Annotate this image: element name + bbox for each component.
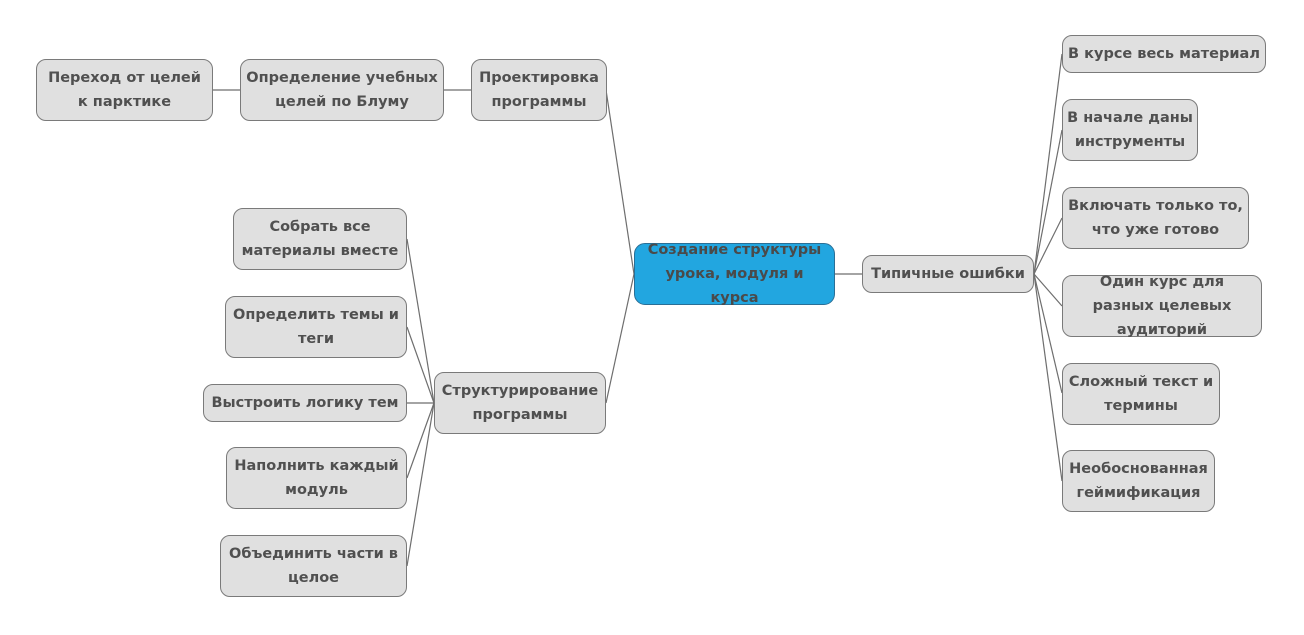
connector-mistakes-audiences [1033, 273, 1063, 307]
topic-bloom-goals[interactable]: Определение учебных целей по Блуму [240, 59, 444, 121]
connector-mistakes-all-material [1033, 53, 1063, 275]
topic-all-material[interactable]: В курсе весь материал [1062, 35, 1266, 73]
connector-mistakes-tools [1033, 129, 1063, 275]
topic-tools-first[interactable]: В начале даны инструменты [1062, 99, 1198, 161]
topic-design-program[interactable]: Проектировка программы [471, 59, 607, 121]
connector-structuring-collect [406, 238, 435, 404]
topic-only-ready[interactable]: Включать только то, что уже готово [1062, 187, 1249, 249]
topic-combine-parts[interactable]: Объединить части в целое [220, 535, 407, 597]
connector-root-structuring [605, 273, 635, 404]
connector-mistakes-gamification [1033, 273, 1063, 482]
topic-different-audiences[interactable]: Один курс для разных целевых аудиторий [1062, 274, 1262, 338]
connector-mistakes-complex [1033, 273, 1063, 394]
topic-build-logic[interactable]: Выстроить логику тем [203, 384, 407, 422]
topic-complex-text[interactable]: Сложный текст и термины [1062, 363, 1220, 425]
topic-typical-mistakes[interactable]: Типичные ошибки [862, 255, 1034, 293]
topic-fill-modules[interactable]: Наполнить каждый модуль [226, 447, 407, 509]
root-topic[interactable]: Создание структуры урока, модуля и курса [634, 242, 835, 306]
connector-root-design [605, 89, 635, 275]
connector-structuring-combine [406, 402, 435, 567]
topic-goals-to-practice[interactable]: Переход от целей к парктике [36, 59, 213, 121]
topic-define-topics-tags[interactable]: Определить темы и теги [225, 296, 407, 358]
connector-structuring-fill [406, 402, 435, 479]
connector-structuring-topics [406, 326, 435, 404]
topic-structuring-program[interactable]: Структурирование программы [434, 372, 606, 434]
topic-gamification[interactable]: Необоснованная геймификация [1062, 450, 1215, 512]
topic-collect-materials[interactable]: Собрать все материалы вместе [233, 208, 407, 270]
connector-mistakes-ready [1033, 217, 1063, 275]
